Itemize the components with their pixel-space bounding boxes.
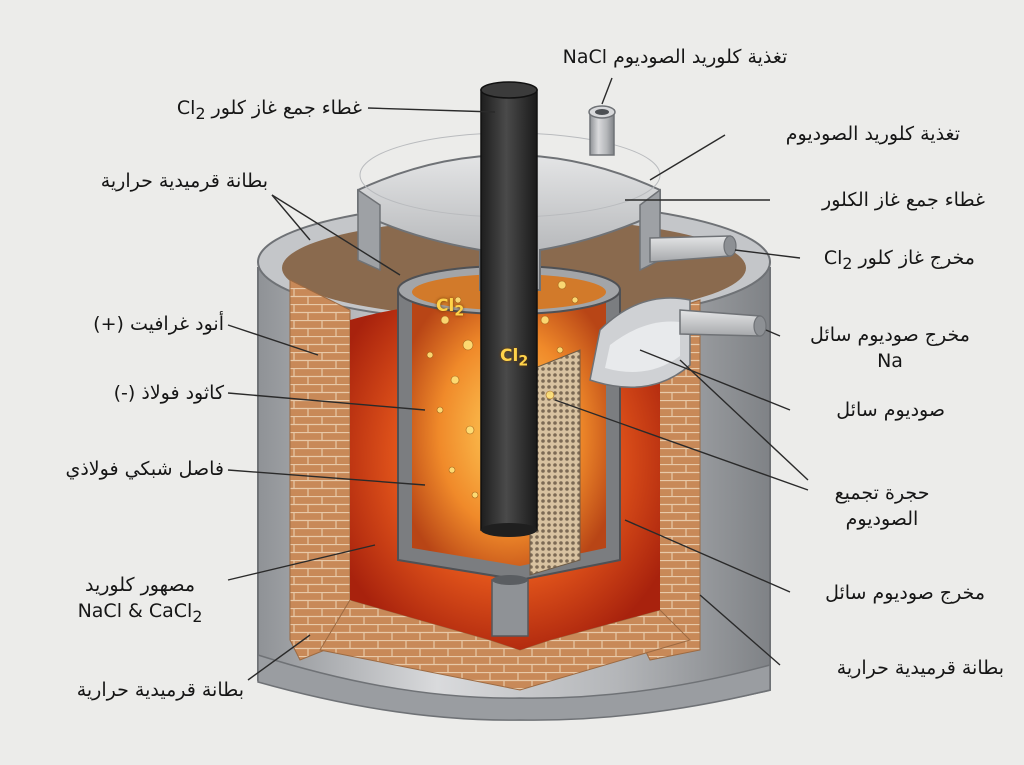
label-separator: فاصل شبكي فولاذي <box>65 458 224 480</box>
label-anode: أنود غرافيت (+) <box>93 313 224 335</box>
label-na-outlet-2: مخرج صوديوم سائل <box>825 582 985 604</box>
label-gas-cover: غطاء جمع غاز الكلور <box>822 189 985 211</box>
label-liquid-na: صوديوم سائل <box>836 399 945 421</box>
label-ceramic-top: بطانة قرميدية حرارية <box>100 170 268 192</box>
label-ceramic-bottom-right: بطانة قرميدية حرارية <box>836 657 1004 679</box>
label-cathode: كاثود فولاذ (-) <box>113 382 224 404</box>
label-top-nacl-feed: تغذية كلوريد الصوديوم NaCl <box>562 46 788 68</box>
label-ceramic-bottom-left: بطانة قرميدية حرارية <box>76 679 244 701</box>
label-cl2-outlet: مخرج غاز كلور Cl2 <box>823 247 975 273</box>
cl2-label-inner-b: Cl2 <box>500 346 529 370</box>
cl2-label-inner-a: Cl2 <box>436 296 465 320</box>
label-feed: تغذية كلوريد الصوديوم <box>785 123 960 145</box>
leader-lines <box>227 77 809 681</box>
label-cl2-cover: غطاء جمع غاز كلور Cl2 <box>176 97 362 123</box>
